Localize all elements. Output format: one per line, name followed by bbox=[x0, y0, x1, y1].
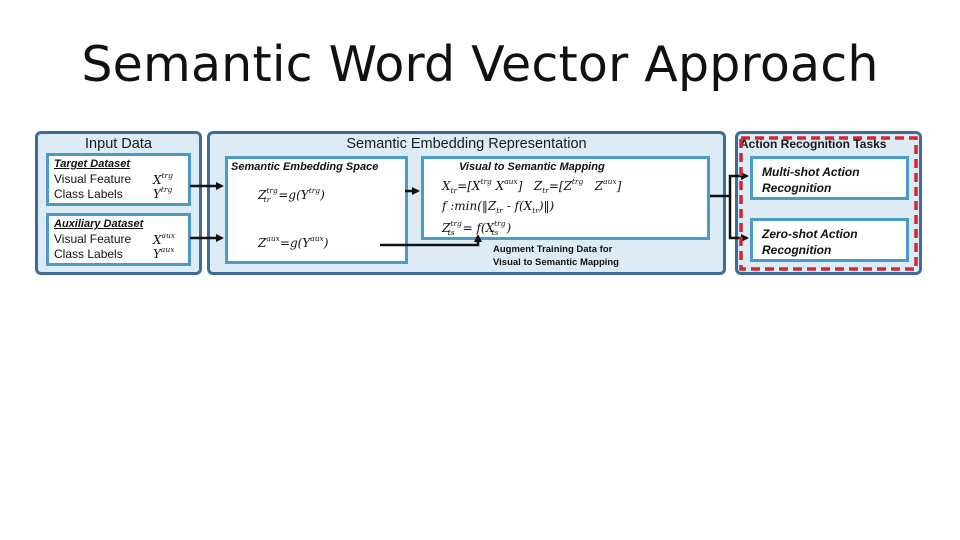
multi-shot-line-2: Recognition bbox=[762, 181, 832, 195]
multi-shot-line-1: Multi-shot Action bbox=[762, 165, 860, 179]
test-projection-formula: Ztrgts= f(Xtrgts) bbox=[442, 219, 512, 237]
auxiliary-class-labels-label: Class Labels bbox=[54, 247, 123, 261]
target-feature-symbol: Xtrg bbox=[153, 171, 173, 187]
training-data-formula: Xtr=[Xtrg Xaux] Ztr=[Ztrg Zaux] bbox=[442, 177, 622, 195]
auxiliary-visual-feature-label: Visual Feature bbox=[54, 232, 132, 246]
target-labels-symbol: Ytrg bbox=[153, 185, 173, 201]
multi-shot-label: Multi-shot Action Recognition bbox=[762, 164, 860, 196]
zero-shot-label: Zero-shot Action Recognition bbox=[762, 226, 858, 258]
target-class-labels-label: Class Labels bbox=[54, 187, 123, 201]
mapping-heading: Visual to Semantic Mapping bbox=[459, 161, 605, 173]
target-dataset-box: Target Dataset Visual Feature Class Labe… bbox=[46, 153, 191, 206]
embedding-space-heading: Semantic Embedding Space bbox=[231, 161, 379, 173]
zero-shot-box: Zero-shot Action Recognition bbox=[750, 218, 909, 262]
auxiliary-dataset-heading: Auxiliary Dataset bbox=[54, 218, 144, 230]
auxiliary-embedding-formula: Zaux=g(Yaux) bbox=[258, 234, 329, 250]
multi-shot-box: Multi-shot Action Recognition bbox=[750, 156, 909, 200]
arrow-to-multi-shot bbox=[728, 172, 749, 196]
input-data-heading: Input Data bbox=[85, 136, 152, 152]
embedding-space-box: Semantic Embedding Space Ztrgtr=g(Ytrg) … bbox=[225, 156, 408, 264]
semantic-embedding-panel: Semantic Embedding Representation Semant… bbox=[207, 131, 726, 275]
arrow-augment-training bbox=[380, 234, 482, 247]
mapping-objective-formula: f :min(‖Ztr - f(Xtr)‖) bbox=[442, 199, 555, 215]
input-data-panel: Input Data Target Dataset Visual Feature… bbox=[35, 131, 202, 275]
auxiliary-labels-symbol: Yaux bbox=[153, 245, 175, 261]
target-visual-feature-label: Visual Feature bbox=[54, 172, 132, 186]
tasks-highlight-dashed-box bbox=[739, 136, 918, 271]
slide-title: Semantic Word Vector Approach bbox=[81, 36, 879, 93]
augment-note-line-2: Visual to Semantic Mapping bbox=[493, 257, 619, 268]
zero-shot-line-1: Zero-shot Action bbox=[762, 227, 858, 241]
target-embedding-formula: Ztrgtr=g(Ytrg) bbox=[258, 186, 325, 204]
augment-note-line-1: Augment Training Data for bbox=[493, 244, 613, 255]
zero-shot-line-2: Recognition bbox=[762, 243, 832, 257]
action-recognition-panel: Action Recognition Tasks Multi-shot Acti… bbox=[735, 131, 922, 275]
auxiliary-dataset-box: Auxiliary Dataset Visual Feature Class L… bbox=[46, 213, 191, 266]
visual-semantic-mapping-box: Visual to Semantic Mapping Xtr=[Xtrg Xau… bbox=[421, 156, 710, 240]
action-recognition-heading: Action Recognition Tasks bbox=[740, 137, 887, 151]
augment-note: Augment Training Data for Visual to Sema… bbox=[493, 243, 619, 269]
arrow-to-zero-shot bbox=[728, 196, 749, 242]
auxiliary-feature-symbol: Xaux bbox=[153, 231, 176, 247]
target-dataset-heading: Target Dataset bbox=[54, 158, 131, 170]
semantic-embedding-heading: Semantic Embedding Representation bbox=[346, 136, 587, 152]
